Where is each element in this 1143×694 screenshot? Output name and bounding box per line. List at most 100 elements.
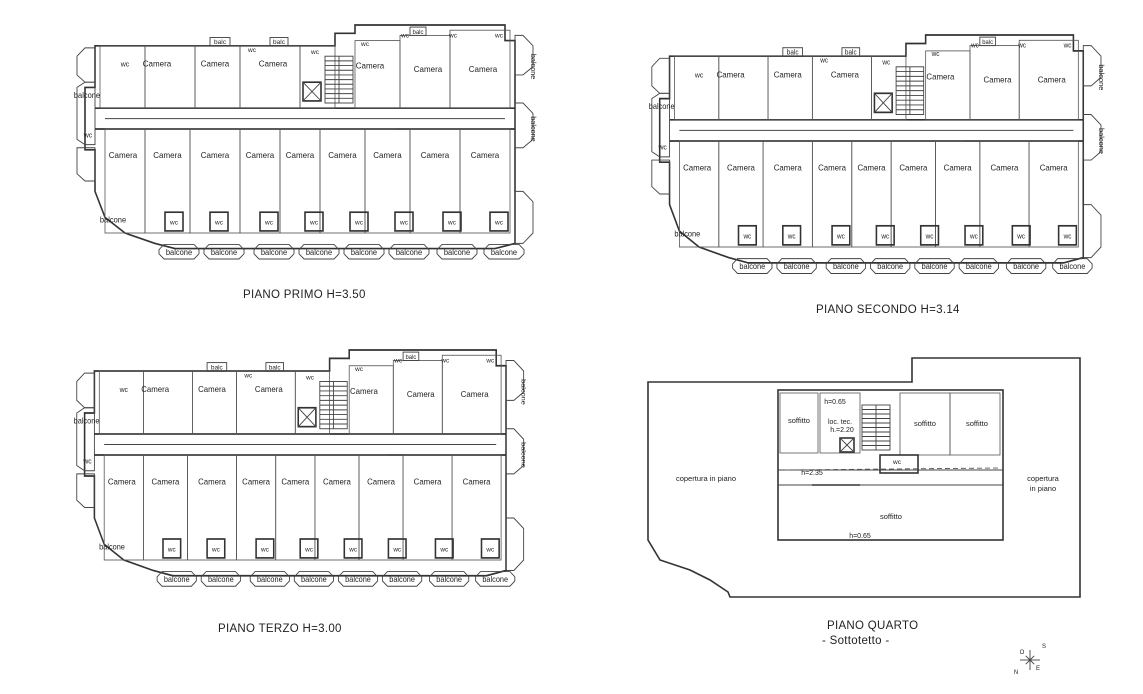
balcony-label: balcone: [966, 262, 992, 271]
compass-ray: [1029, 659, 1035, 665]
balcony-label-small: balc: [406, 354, 417, 361]
balcony-outline: [253, 243, 295, 260]
room-outline: [779, 392, 819, 454]
room-label-wc: wc: [787, 233, 796, 240]
room-outline: [144, 45, 196, 109]
room-outline: [949, 392, 1001, 456]
wc-pod: [831, 224, 851, 246]
balcony-outline: [870, 258, 911, 274]
wc-pod: [164, 211, 184, 232]
attic-label-soffitto: soffitto: [880, 512, 902, 521]
room-label-wc: wc: [931, 51, 940, 58]
balcony-outline: [388, 243, 430, 260]
room-label-camera: Camera: [831, 70, 859, 79]
right-bay-outline: [514, 190, 534, 244]
balcony-label: balcone: [351, 248, 377, 257]
balcony-outline: [1005, 258, 1047, 274]
small-balcony: [979, 36, 997, 47]
balcony-outline: [732, 258, 773, 274]
right-bay-outline: [1082, 204, 1102, 259]
balcony-outline: [483, 243, 525, 260]
balcony-label-small: balc: [269, 364, 281, 371]
wc-pod: [387, 538, 407, 559]
room-outline: [925, 50, 971, 121]
room-outline: [299, 45, 336, 109]
room-outline: [189, 128, 241, 234]
caption-piano-quarto: PIANO QUARTO: [827, 620, 919, 632]
balcony-label-small: balc: [845, 49, 857, 56]
roof-label-copertura: copertura: [1027, 474, 1060, 483]
room-label-camera: Camera: [109, 151, 138, 160]
room-label-camera: Camera: [926, 72, 954, 81]
balcony-label-small: balc: [413, 29, 424, 36]
balcony-outline: [958, 258, 999, 274]
room-label-wc: wc: [400, 32, 410, 39]
wc-pod: [162, 538, 182, 559]
room-label-camera: Camera: [407, 390, 435, 399]
wc-pod: [782, 224, 802, 246]
room-outline: [187, 454, 237, 561]
left-bay-outline: [76, 407, 95, 472]
room-outline: [99, 45, 146, 109]
right-bay-outline: [514, 34, 534, 76]
room-label-camera: Camera: [246, 151, 275, 160]
room-label-camera: Camera: [471, 151, 500, 160]
corner-balcony-label: balcone: [99, 542, 125, 551]
room-outline: [441, 354, 502, 435]
room-label-camera: Camera: [153, 151, 182, 160]
room-label-camera: Camera: [899, 163, 927, 172]
balcony-outline: [825, 258, 867, 274]
right-balcony-label: balcone: [529, 54, 537, 79]
room-label-wc: wc: [742, 233, 751, 240]
small-balcony: [209, 37, 231, 47]
balcony-outline: [158, 243, 200, 260]
balcony-outline: [200, 571, 241, 587]
room-outline: [314, 454, 360, 561]
lift-shaft: [839, 437, 855, 453]
room-outline: [762, 140, 813, 248]
room-label-camera: Camera: [152, 477, 180, 486]
room-label-camera: Camera: [350, 387, 378, 396]
balcony-label-small: balc: [787, 49, 799, 56]
room-label-camera: Camera: [356, 62, 385, 71]
left-bay-outline: [76, 372, 95, 409]
room-label-wc: wc: [1063, 233, 1072, 240]
room-label-camera: Camera: [984, 75, 1012, 84]
balcony-outline: [156, 571, 197, 587]
room-outline: [194, 45, 241, 109]
balcony-label: balcone: [208, 575, 234, 584]
room-label-camera: Camera: [259, 59, 288, 68]
balcony-label: balcone: [301, 575, 327, 584]
room-label-wc: wc: [969, 233, 978, 240]
balcony-label: balcone: [166, 248, 192, 257]
right-balcony-label: balcone: [1097, 64, 1105, 90]
right-balcony-label: balcone: [520, 442, 528, 468]
room-outline: [1018, 39, 1079, 121]
room-outline: [890, 140, 936, 248]
lift-cross: [874, 92, 893, 113]
room-label-wc: wc: [82, 457, 92, 465]
room-label-wc: wc: [309, 220, 319, 227]
room-label-wc: wc: [354, 220, 364, 227]
corner-balcony-label: balcone: [100, 215, 126, 224]
balcony-label: balcone: [436, 575, 462, 584]
room-label-camera: Camera: [463, 477, 491, 486]
compass-ray: [1025, 655, 1031, 661]
room-label-wc: wc: [494, 220, 504, 227]
room-label-camera: Camera: [198, 385, 226, 394]
balcony-outline: [1052, 258, 1093, 274]
room-label-camera: Camera: [242, 477, 270, 486]
balcony-outline: [776, 258, 817, 274]
room-label-wc: wc: [348, 546, 357, 553]
wc-pod: [1057, 224, 1078, 246]
room-label-wc: wc: [657, 143, 667, 151]
wc-pod: [394, 211, 414, 232]
wc-pod: [259, 211, 279, 232]
balcony-label: balcone: [306, 248, 332, 257]
room-label-wc: wc: [83, 131, 93, 139]
room-outline: [459, 128, 511, 234]
wc-pod: [206, 538, 226, 559]
room-label-wc: wc: [485, 357, 494, 364]
wc-pod: [919, 224, 940, 246]
